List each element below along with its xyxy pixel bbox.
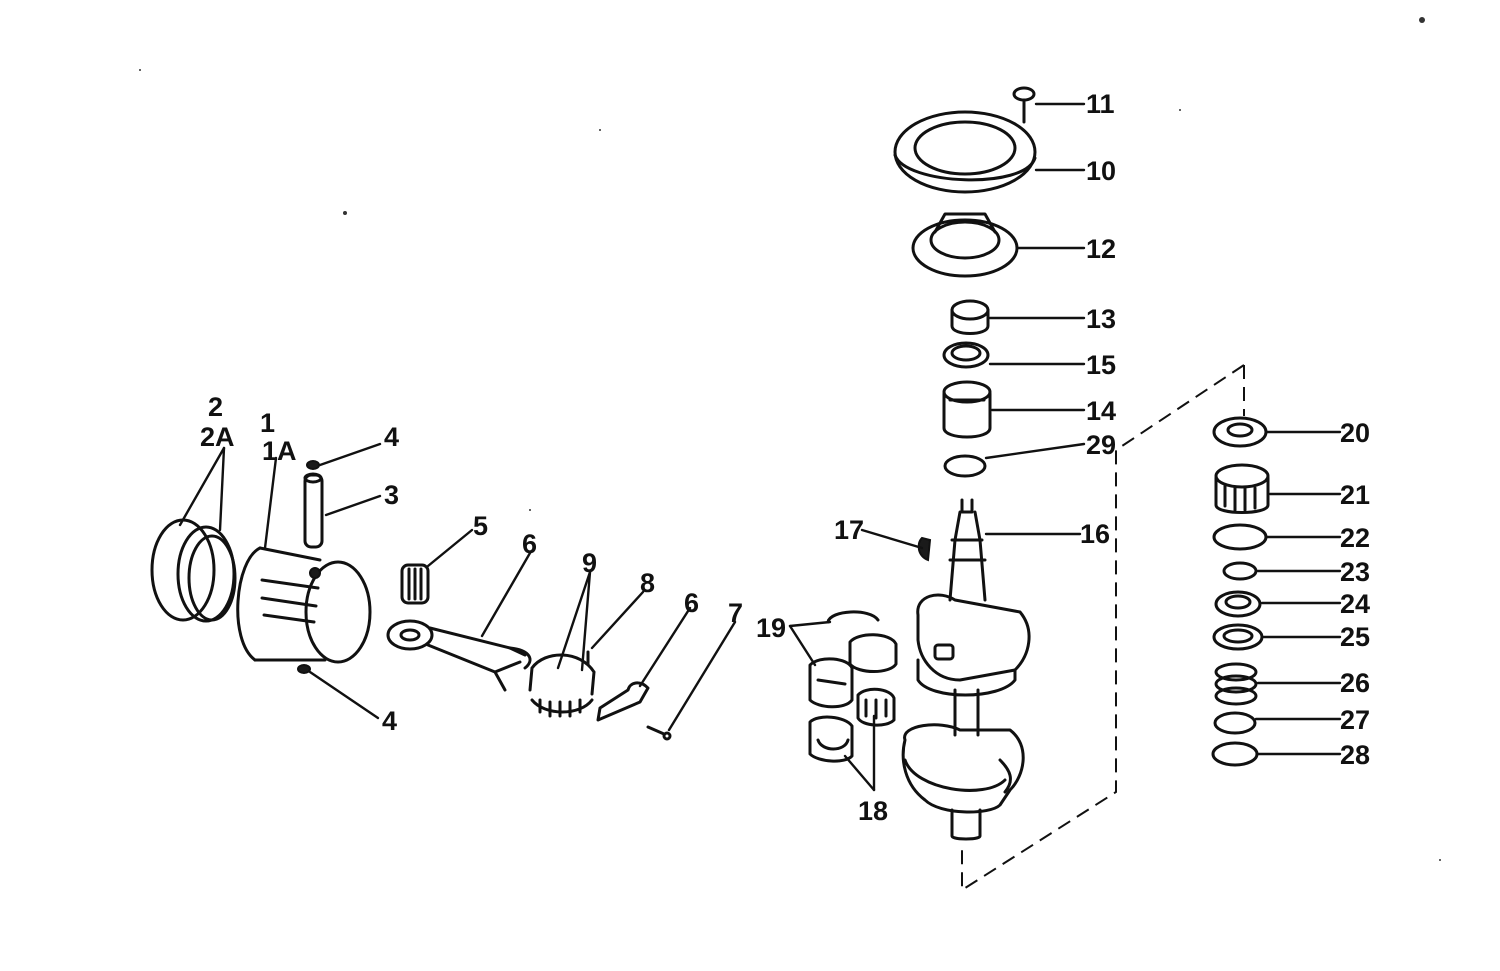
ring-23 xyxy=(1222,561,1258,581)
pin-retainer-lower xyxy=(297,664,311,674)
callout-11: 11 xyxy=(1086,89,1115,119)
callout-labels: 2 2A 1 1A 4 3 4 5 6 9 8 6 7 11 10 12 13 … xyxy=(200,89,1370,826)
callout-6-rod: 6 xyxy=(522,529,537,559)
bearing-cage-18b xyxy=(808,715,854,763)
callout-1a: 1A xyxy=(262,436,297,466)
seal-ring-15 xyxy=(942,341,990,369)
screw-top xyxy=(1012,86,1036,124)
callout-1: 1 xyxy=(260,408,275,438)
bearing-half-19a xyxy=(848,633,898,673)
ring-22 xyxy=(1212,523,1268,551)
callout-12: 12 xyxy=(1086,234,1116,264)
spring-26 xyxy=(1214,662,1258,706)
ring-27 xyxy=(1213,711,1257,735)
leader-lines xyxy=(178,102,1342,792)
piston-rings xyxy=(150,518,237,623)
callout-26: 26 xyxy=(1340,668,1370,698)
bearing-cage-18a xyxy=(856,687,896,727)
callout-2: 2 xyxy=(208,392,223,422)
scan-specks xyxy=(139,17,1441,861)
bushing xyxy=(950,299,990,335)
callout-4-lower: 4 xyxy=(382,706,397,736)
callout-20: 20 xyxy=(1340,418,1370,448)
callout-27: 27 xyxy=(1340,705,1370,735)
bearing-half-19b xyxy=(808,657,854,709)
callout-25: 25 xyxy=(1340,622,1370,652)
callout-3: 3 xyxy=(384,480,399,510)
rod-bearing-halves xyxy=(528,653,596,718)
piston xyxy=(236,546,372,664)
needle-bearing-small xyxy=(400,563,430,605)
assembly-dash-lines xyxy=(961,364,1245,892)
ring-25 xyxy=(1212,623,1264,651)
callout-15: 15 xyxy=(1086,350,1116,380)
callout-2a: 2A xyxy=(200,422,235,452)
connecting-rod xyxy=(386,619,532,692)
ring-24 xyxy=(1214,590,1262,618)
callout-24: 24 xyxy=(1340,589,1370,619)
callout-8: 8 xyxy=(640,568,655,598)
callout-4-upper: 4 xyxy=(384,422,399,452)
retaining-ring-19 xyxy=(826,610,880,624)
callout-17: 17 xyxy=(834,515,864,545)
callout-9: 9 xyxy=(582,548,597,578)
ring-28 xyxy=(1211,741,1259,767)
callout-19: 19 xyxy=(756,613,786,643)
callout-16: 16 xyxy=(1080,519,1110,549)
rod-cap xyxy=(596,681,650,722)
o-ring-29 xyxy=(943,454,987,478)
rod-screw xyxy=(646,725,672,741)
bearing-plate xyxy=(893,110,1037,194)
callout-21: 21 xyxy=(1340,480,1370,510)
callout-18: 18 xyxy=(858,796,888,826)
crankshaft xyxy=(901,498,1031,841)
callout-14: 14 xyxy=(1086,396,1116,426)
bearing-sleeve xyxy=(942,380,992,439)
callout-13: 13 xyxy=(1086,304,1116,334)
callout-22: 22 xyxy=(1340,523,1370,553)
callout-7: 7 xyxy=(728,598,743,628)
needle-bearing-21 xyxy=(1214,463,1270,514)
callout-6-cap: 6 xyxy=(684,588,699,618)
callout-23: 23 xyxy=(1340,557,1370,587)
callout-5: 5 xyxy=(473,511,488,541)
seal-housing xyxy=(911,212,1019,278)
callout-10: 10 xyxy=(1086,156,1116,186)
washer-20 xyxy=(1212,416,1268,448)
woodruff-key xyxy=(917,536,932,562)
piston-pin xyxy=(303,472,324,549)
pin-retainer-upper xyxy=(306,460,320,470)
callout-29: 29 xyxy=(1086,430,1116,460)
callout-28: 28 xyxy=(1340,740,1370,770)
